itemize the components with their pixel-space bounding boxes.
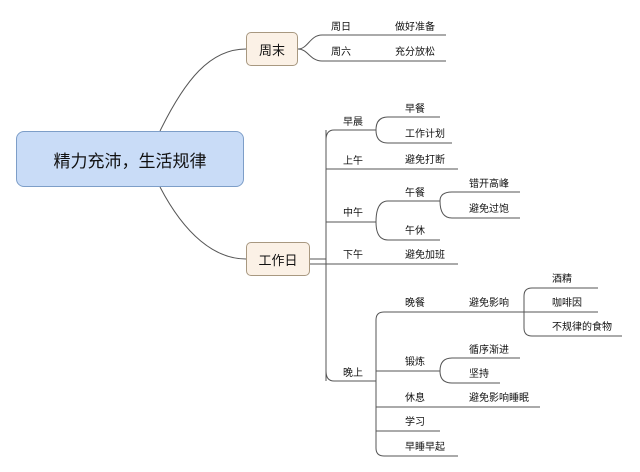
topic-fully-relax[interactable]: 充分放松 (395, 47, 435, 58)
connector-evening (325, 370, 335, 382)
topic-irregular-food[interactable]: 不规律的食物 (552, 322, 612, 333)
topic-gradual-progress[interactable]: 循序渐进 (469, 345, 509, 356)
topic-persist[interactable]: 坚持 (469, 369, 489, 380)
topic-rest[interactable]: 休息 (405, 393, 425, 404)
topic-saturday[interactable]: 周六 (331, 47, 351, 58)
topic-avoid-sleep-impact[interactable]: 避免影响睡眠 (469, 393, 529, 404)
connector-root-workday (159, 186, 247, 260)
topic-avoid-overeating[interactable]: 避免过饱 (469, 204, 509, 215)
topic-avoid-overtime[interactable]: 避免加班 (405, 250, 445, 261)
topic-early-sleep-early-rise[interactable]: 早睡早起 (405, 442, 445, 453)
topic-nap[interactable]: 午休 (405, 226, 425, 237)
connector-morning (325, 129, 335, 141)
topic-dinner[interactable]: 晚餐 (405, 298, 425, 309)
topic-afternoon[interactable]: 下午 (343, 250, 363, 261)
topic-weekend[interactable]: 周末 (246, 32, 298, 66)
topic-breakfast[interactable]: 早餐 (405, 104, 425, 115)
central-topic[interactable]: 精力充沛，生活规律 (16, 131, 244, 187)
topic-forenoon[interactable]: 上午 (343, 156, 363, 167)
connector-weekend-saturday (297, 48, 323, 62)
topic-workday[interactable]: 工作日 (246, 242, 310, 276)
workday-spine (310, 130, 327, 381)
topic-sunday[interactable]: 周日 (331, 22, 351, 33)
topic-evening[interactable]: 晚上 (343, 368, 363, 379)
topic-noon[interactable]: 中午 (343, 208, 363, 219)
topic-get-prepared[interactable]: 做好准备 (395, 22, 435, 33)
connector-weekend-sunday (297, 34, 323, 50)
topic-morning[interactable]: 早晨 (343, 117, 363, 128)
topic-study[interactable]: 学习 (405, 417, 425, 428)
topic-lunch[interactable]: 午餐 (405, 188, 425, 199)
topic-caffeine[interactable]: 咖啡因 (552, 298, 582, 309)
topic-work-plan[interactable]: 工作计划 (405, 129, 445, 140)
topic-avoid-impact[interactable]: 避免影响 (469, 298, 509, 309)
topic-avoid-interruption[interactable]: 避免打断 (405, 155, 445, 166)
topic-exercise[interactable]: 锻炼 (405, 357, 425, 368)
topic-alcohol[interactable]: 酒精 (552, 274, 572, 285)
topic-stagger-peak[interactable]: 错开高峰 (469, 179, 509, 190)
connector-root-weekend (159, 48, 247, 132)
